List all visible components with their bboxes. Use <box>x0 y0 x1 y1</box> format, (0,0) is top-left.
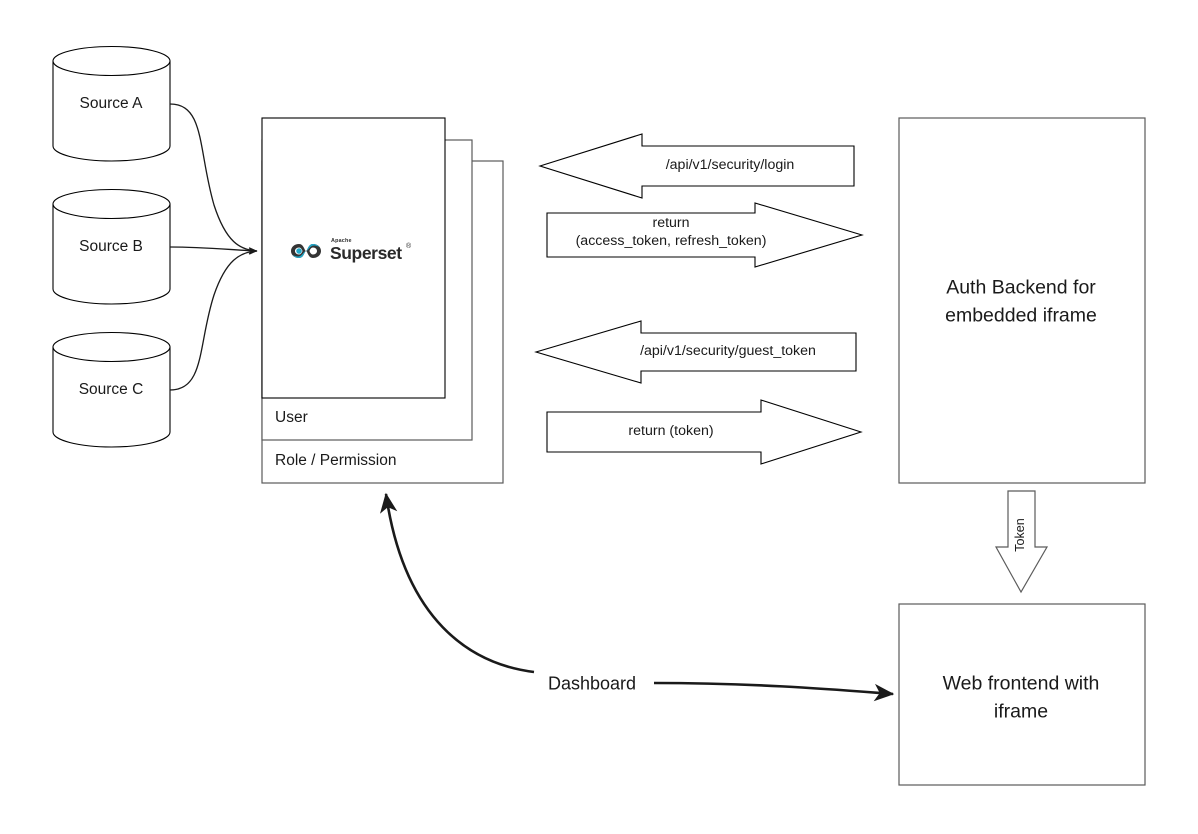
connector-source-c <box>169 248 258 391</box>
auth-backend-box <box>898 117 1146 484</box>
arrow-return-tokens-label-line2: (access_token, refresh_token) <box>575 233 767 250</box>
superset-panel-main <box>261 117 446 399</box>
dashboard-connector-label: Dashboard <box>547 673 637 694</box>
auth-backend-label-line2: embedded iframe <box>945 304 1097 327</box>
superset-layer-role-label: Role / Permission <box>275 452 397 470</box>
logo-name-text: Superset <box>330 243 402 263</box>
arrow-return-tokens-shape <box>546 202 864 268</box>
token-connector-label: Token <box>1013 518 1028 552</box>
source-a-label: Source A <box>79 95 143 113</box>
arrow-return-token-label: return (token) <box>628 423 714 440</box>
source-a-cylinder <box>52 45 171 162</box>
auth-backend-label-line1: Auth Backend for <box>946 276 1096 299</box>
web-frontend-box <box>898 603 1146 786</box>
connector-dashboard-to-superset <box>380 492 535 674</box>
arrow-guest-token-shape <box>534 320 857 384</box>
arrow-login-shape <box>538 133 855 199</box>
token-arrow-shape <box>994 490 1049 594</box>
source-b-label: Source B <box>79 238 143 256</box>
apache-superset-logo: Apache Superset ® <box>289 236 411 266</box>
source-c-cylinder <box>52 331 171 448</box>
arrow-login-label: /api/v1/security/login <box>665 157 795 174</box>
web-frontend-label-line2: iframe <box>993 700 1049 723</box>
arrow-return-tokens-label-line1: return <box>652 215 690 232</box>
source-b-cylinder <box>52 188 171 305</box>
connector-dashboard-to-frontend <box>653 681 895 702</box>
superset-infinity-icon <box>291 244 321 258</box>
arrow-guest-token-label: /api/v1/security/guest_token <box>640 343 816 360</box>
logo-trademark: ® <box>406 243 412 250</box>
arrow-return-token-shape <box>546 399 863 465</box>
web-frontend-label-line1: Web frontend with <box>942 672 1100 695</box>
connector-source-a <box>169 103 258 254</box>
logo-brand-text: Apache <box>331 238 352 244</box>
source-c-label: Source C <box>78 381 144 399</box>
superset-layer-user-label: User <box>275 409 308 427</box>
